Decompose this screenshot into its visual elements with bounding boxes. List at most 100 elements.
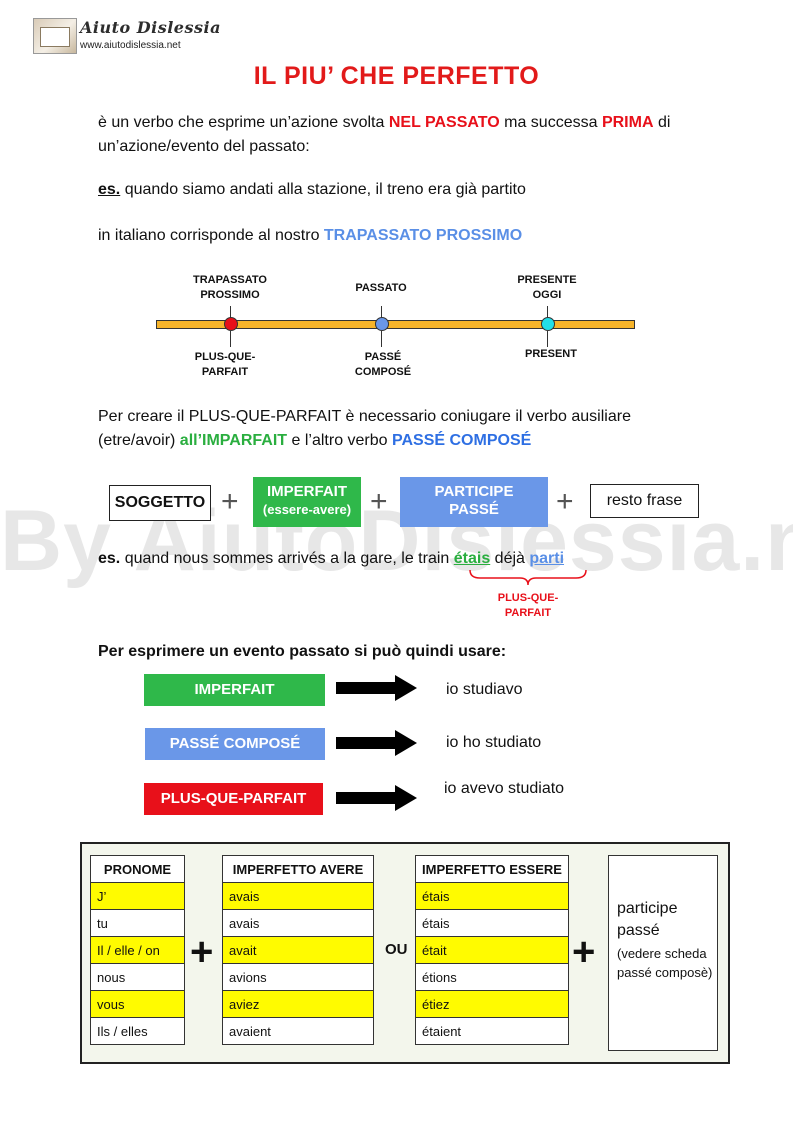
arrow-icon bbox=[395, 785, 417, 811]
example-2: es. quand nous sommes arrivés a la gare,… bbox=[98, 547, 564, 571]
timeline-tick bbox=[230, 331, 231, 347]
timeline-label-trapassato: TRAPASSATO PROSSIMO bbox=[193, 274, 267, 301]
participe-title: participe passé bbox=[617, 900, 678, 939]
plus-icon: + bbox=[370, 485, 388, 518]
timeline-label-passe-compose: PASSÉ COMPOSÉ bbox=[354, 351, 412, 378]
intro-text: di bbox=[653, 114, 671, 131]
avere-table: IMPERFETTO AVERE avais avais avait avion… bbox=[222, 855, 374, 1045]
timeline-tick bbox=[230, 306, 231, 322]
example-text: quando siamo andati alla stazione, il tr… bbox=[120, 181, 526, 198]
formation-line1: Per creare il PLUS-QUE-PARFAIT è necessa… bbox=[98, 408, 631, 425]
formation-text: (etre/avoir) bbox=[98, 432, 180, 449]
timeline-tick bbox=[381, 331, 382, 347]
bracket-icon bbox=[469, 569, 587, 586]
usage-example-passe-compose: io ho studiato bbox=[446, 734, 542, 751]
timeline-label-plus-que-parfait: PLUS-QUE- PARFAIT bbox=[194, 351, 256, 378]
pronome-cell: Ils / elles bbox=[90, 1017, 185, 1045]
avere-cell: avions bbox=[222, 963, 374, 991]
formula-passe-label: PASSÉ bbox=[449, 501, 499, 518]
avere-cell: avais bbox=[222, 909, 374, 937]
essere-cell: étiez bbox=[415, 990, 569, 1018]
pronome-table: PRONOME J’ tu Il / elle / on nous vous I… bbox=[90, 855, 185, 1045]
participe-box: participe passé (vedere scheda passé com… bbox=[608, 855, 718, 1051]
usage-plus-que-parfait-box: PLUS-QUE-PARFAIT bbox=[144, 783, 323, 815]
timeline-tick bbox=[547, 331, 548, 347]
timeline-tick bbox=[547, 306, 548, 322]
plus-icon: + bbox=[572, 930, 596, 974]
formation-imparfait: all’IMPARFAIT bbox=[179, 432, 288, 449]
usage-imperfait-box: IMPERFAIT bbox=[144, 674, 325, 706]
intro-paragraph: è un verbo che esprime un’azione svolta … bbox=[98, 111, 718, 159]
formation-paragraph: Per creare il PLUS-QUE-PARFAIT è necessa… bbox=[98, 405, 718, 453]
timeline-tick bbox=[381, 306, 382, 322]
formula-imperfait: IMPERFAIT (essere-avere) bbox=[253, 477, 361, 527]
intro-text: è un verbo che esprime un’azione svolta bbox=[98, 114, 389, 131]
usage-example-plus-que-parfait: io avevo studiato bbox=[444, 780, 565, 797]
plus-icon: + bbox=[221, 485, 239, 518]
arrow-icon bbox=[395, 730, 417, 756]
pronome-header: PRONOME bbox=[90, 855, 185, 883]
example2-etais: étais bbox=[453, 550, 491, 567]
formula-participe-label: PARTICIPE bbox=[434, 483, 514, 500]
essere-cell: étaient bbox=[415, 1017, 569, 1045]
avere-header: IMPERFETTO AVERE bbox=[222, 855, 374, 883]
participe-note: (vedere scheda passé composè) bbox=[617, 946, 713, 980]
pronome-cell: vous bbox=[90, 990, 185, 1018]
formula-participe: PARTICIPE PASSÉ bbox=[400, 477, 548, 527]
avere-cell: aviez bbox=[222, 990, 374, 1018]
pronome-cell: Il / elle / on bbox=[90, 936, 185, 964]
logo-title: Aiuto Dislessia bbox=[80, 18, 221, 37]
pronome-cell: J’ bbox=[90, 882, 185, 910]
usage-example-imperfait: io studiavo bbox=[446, 681, 523, 698]
formula-soggetto: SOGGETTO bbox=[109, 485, 211, 521]
example2-parti: parti bbox=[529, 550, 565, 567]
timeline-dot-passato bbox=[375, 317, 389, 331]
intro-text: ma successa bbox=[499, 114, 602, 131]
avere-cell: avaient bbox=[222, 1017, 374, 1045]
arrow-icon bbox=[336, 737, 396, 749]
example-1: es. quando siamo andati alla stazione, i… bbox=[98, 178, 526, 202]
timeline-label-presente: PRESENTE OGGI bbox=[517, 274, 577, 301]
timeline-label-passato: PASSATO bbox=[355, 282, 407, 294]
formula-imperfait-sub: (essere-avere) bbox=[262, 502, 352, 517]
avere-cell: avais bbox=[222, 882, 374, 910]
essere-table: IMPERFETTO ESSERE étais étais était étio… bbox=[415, 855, 569, 1045]
logo-url: www.aiutodislessia.net bbox=[80, 40, 181, 51]
pronome-cell: tu bbox=[90, 909, 185, 937]
timeline-label-present: PRESENT bbox=[525, 348, 577, 360]
bracket-label: PLUS-QUE- PARFAIT bbox=[497, 592, 559, 619]
pronome-cell: nous bbox=[90, 963, 185, 991]
avere-cell: avait bbox=[222, 936, 374, 964]
formation-text: e l’altro verbo bbox=[287, 432, 392, 449]
example2-text: déjà bbox=[490, 550, 530, 567]
usage-heading: Per esprimere un evento passato si può q… bbox=[98, 643, 507, 660]
essere-header: IMPERFETTO ESSERE bbox=[415, 855, 569, 883]
example2-text: quand nous sommes arrivés a la gare, le … bbox=[120, 550, 454, 567]
arrow-icon bbox=[395, 675, 417, 701]
correspondence-text: in italiano corrisponde al nostro bbox=[98, 227, 324, 244]
formula-imperfait-label: IMPERFAIT bbox=[266, 483, 347, 500]
timeline-bar bbox=[156, 320, 635, 329]
plus-icon: + bbox=[190, 930, 214, 974]
formation-passe-compose: PASSÉ COMPOSÉ bbox=[392, 432, 532, 449]
intro-line2: un’azione/evento del passato: bbox=[98, 138, 310, 155]
example-label: es. bbox=[98, 181, 121, 198]
correspondence-line: in italiano corrisponde al nostro TRAPAS… bbox=[98, 224, 522, 248]
intro-nel-passato: NEL PASSATO bbox=[388, 114, 500, 131]
ou-label: OU bbox=[385, 941, 408, 958]
timeline-dot-presente bbox=[541, 317, 555, 331]
arrow-icon bbox=[336, 792, 396, 804]
plus-icon: + bbox=[556, 485, 574, 518]
formula-resto: resto frase bbox=[590, 484, 699, 518]
essere-cell: étais bbox=[415, 882, 569, 910]
essere-cell: étions bbox=[415, 963, 569, 991]
timeline-dot-trapassato bbox=[224, 317, 238, 331]
intro-prima: PRIMA bbox=[601, 114, 654, 131]
essere-cell: était bbox=[415, 936, 569, 964]
arrow-icon bbox=[336, 682, 396, 694]
example2-label: es. bbox=[98, 550, 121, 567]
trapassato-prossimo: TRAPASSATO PROSSIMO bbox=[323, 227, 523, 244]
logo-image bbox=[33, 18, 77, 54]
page-title: IL PIU’ CHE PERFETTO bbox=[253, 62, 540, 90]
essere-cell: étais bbox=[415, 909, 569, 937]
